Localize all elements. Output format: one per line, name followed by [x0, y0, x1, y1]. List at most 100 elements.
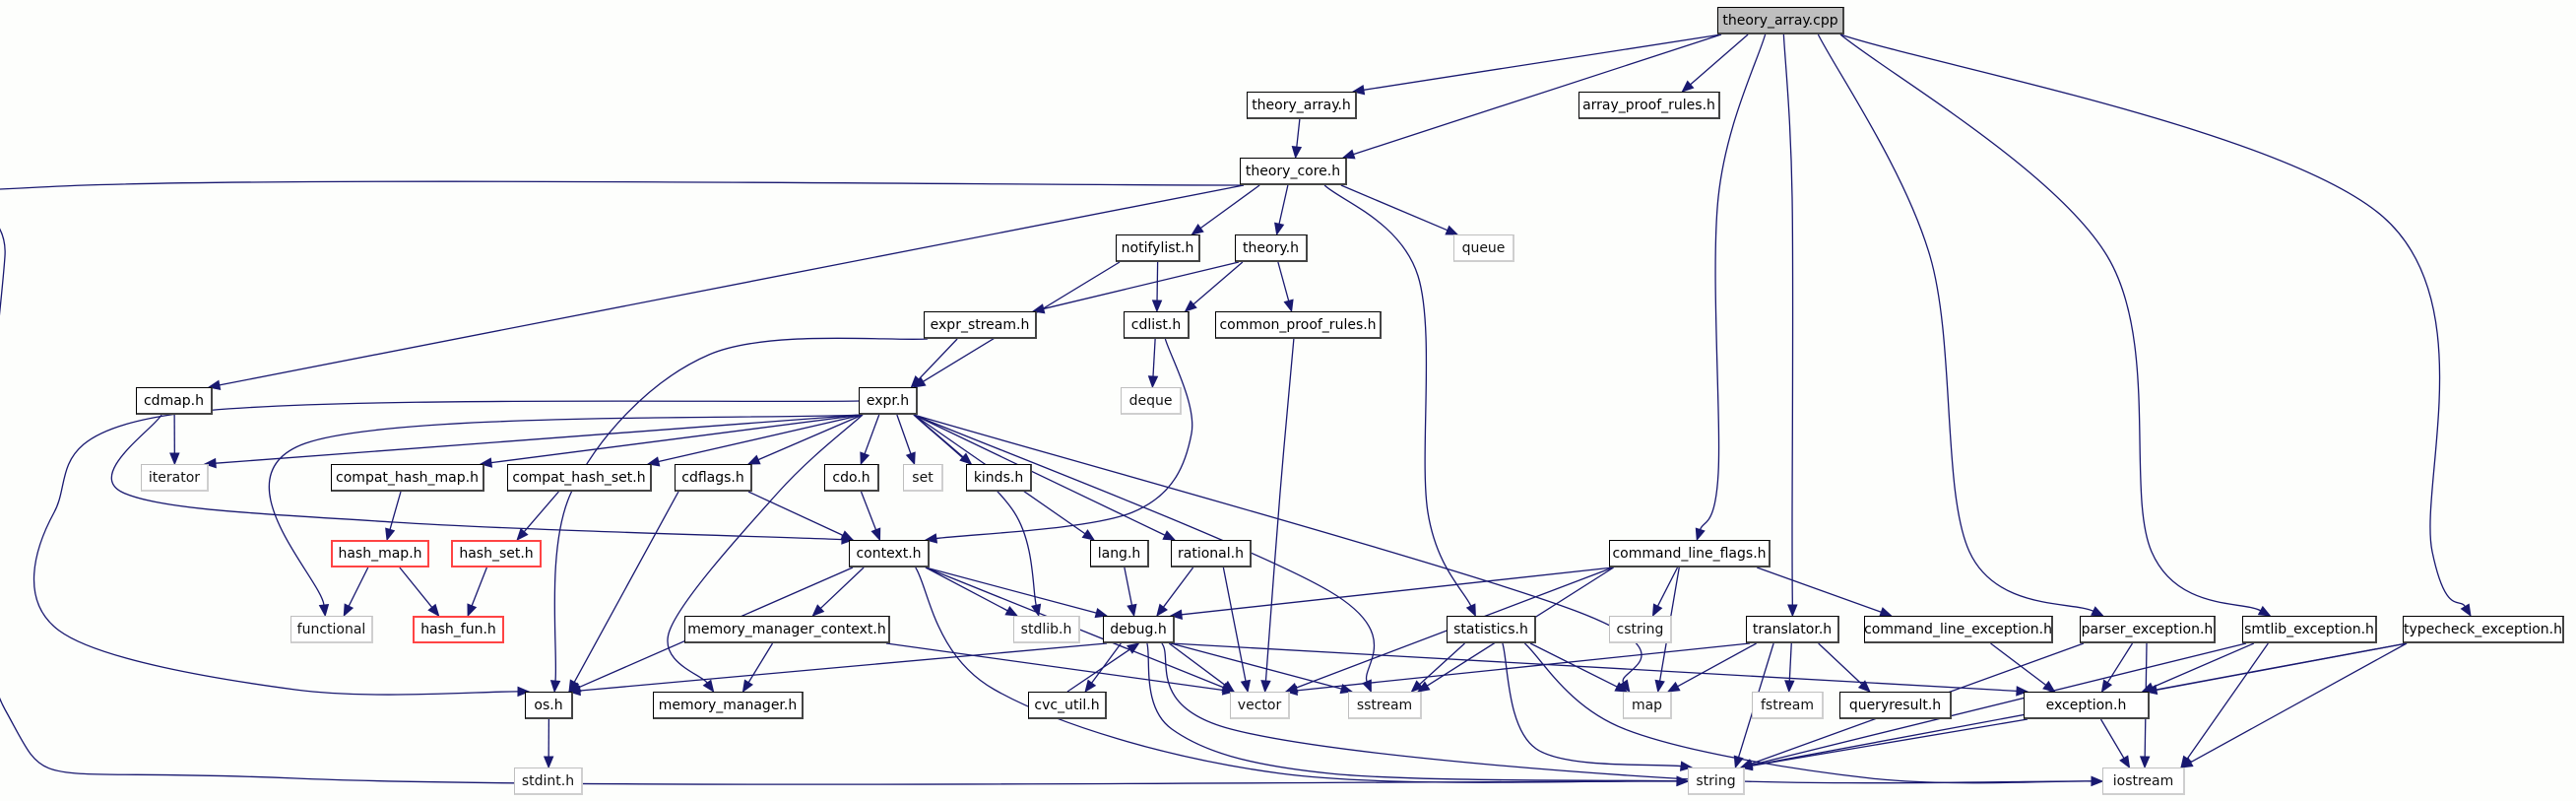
node-iostream[interactable]: iostream — [2102, 768, 2185, 795]
edge-rational-h-to-debug-h — [1162, 567, 1194, 608]
node-smtlib-exception-h[interactable]: smtlib_exception.h — [2242, 616, 2377, 643]
edge-theory-h-to-cdlist-h — [1192, 261, 1244, 305]
node-label: cvc_util.h — [1034, 697, 1100, 713]
edge-theory-array-cpp-to-array-proof-rules-h — [1690, 33, 1749, 86]
node-lang-h[interactable]: lang.h — [1090, 540, 1149, 567]
node-theory-h[interactable]: theory.h — [1235, 234, 1308, 262]
edge-typecheck-exception-h-to-iostream — [2190, 642, 2408, 764]
node-cdmap-h[interactable]: cdmap.h — [136, 387, 213, 415]
node-cvc-util-h[interactable]: cvc_util.h — [1028, 692, 1107, 719]
edge-theory-array-cpp-to-theory-array-h — [1363, 33, 1722, 91]
node-label: cdo.h — [832, 469, 870, 486]
edge-expr-h-to-rational-h — [913, 414, 1166, 536]
node-fstream[interactable]: fstream — [1752, 692, 1824, 719]
node-queue[interactable]: queue — [1453, 234, 1514, 262]
node-os-h[interactable]: os.h — [525, 692, 573, 719]
node-label: statistics.h — [1453, 621, 1528, 637]
edge-statistics-h-to-sstream — [1419, 642, 1465, 686]
node-memory-manager-h[interactable]: memory_manager.h — [653, 692, 804, 719]
node-stdlib-h[interactable]: stdlib.h — [1013, 616, 1080, 643]
node-cdflags-h[interactable]: cdflags.h — [675, 464, 752, 492]
node-compat-hash-map-h[interactable]: compat_hash_map.h — [331, 464, 484, 492]
node-common-proof-rules-h[interactable]: common_proof_rules.h — [1215, 311, 1382, 339]
arrowhead-icon — [870, 527, 881, 542]
node-array-proof-rules-h[interactable]: array_proof_rules.h — [1578, 92, 1720, 119]
edge-theory-array-cpp-to-translator-h — [1782, 33, 1794, 606]
node-notifylist-h[interactable]: notifylist.h — [1116, 234, 1200, 262]
node-cdlist-h[interactable]: cdlist.h — [1124, 311, 1190, 339]
arrowhead-icon — [1676, 775, 1690, 786]
node-statistics-h[interactable]: statistics.h — [1447, 616, 1536, 643]
node-kinds-h[interactable]: kinds.h — [966, 464, 1032, 492]
edge-expr-h-to-os-h — [32, 400, 860, 696]
edge-cdflags-h-to-os-h — [573, 491, 679, 683]
node-parser-exception-h[interactable]: parser_exception.h — [2080, 616, 2216, 643]
node-label: context.h — [856, 545, 922, 562]
edge-theory-core-h-to-string — [0, 180, 1678, 785]
edge-theory-h-to-common-proof-rules-h — [1277, 261, 1290, 301]
node-debug-h[interactable]: debug.h — [1103, 616, 1175, 643]
arrowhead-icon — [2119, 755, 2131, 769]
node-hash-set-h[interactable]: hash_set.h — [451, 540, 542, 567]
node-exception-h[interactable]: exception.h — [2024, 692, 2150, 719]
node-expr-h[interactable]: expr.h — [859, 387, 918, 415]
edge-theory-array-cpp-to-typecheck-exception-h — [1839, 33, 2466, 607]
node-label: deque — [1128, 392, 1173, 409]
node-label: translator.h — [1752, 621, 1833, 637]
edge-cdo-h-to-context-h — [860, 491, 877, 530]
node-memory-manager-context-h[interactable]: memory_manager_context.h — [684, 616, 890, 643]
arrowhead-icon — [1240, 679, 1252, 694]
node-vector[interactable]: vector — [1230, 692, 1290, 719]
node-compat-hash-set-h[interactable]: compat_hash_set.h — [507, 464, 652, 492]
arrowhead-icon — [1127, 642, 1140, 654]
node-iterator[interactable]: iterator — [141, 464, 209, 492]
node-theory-core-h[interactable]: theory_core.h — [1240, 158, 1347, 185]
node-label: cdmap.h — [143, 392, 204, 409]
node-cstring[interactable]: cstring — [1609, 616, 1672, 643]
node-hash-fun-h[interactable]: hash_fun.h — [413, 616, 504, 643]
node-functional[interactable]: functional — [290, 616, 373, 643]
node-hash-map-h[interactable]: hash_map.h — [331, 540, 429, 567]
node-context-h[interactable]: context.h — [849, 540, 930, 567]
edge-exception-h-to-string — [1751, 718, 2029, 767]
arrowhead-icon — [318, 603, 330, 618]
edge-smtlib-exception-h-to-string — [1751, 642, 2247, 767]
arrowhead-icon — [467, 603, 478, 618]
node-label: queue — [1461, 239, 1506, 256]
node-typecheck-exception-h[interactable]: typecheck_exception.h — [2403, 616, 2564, 643]
arrowhead-icon — [702, 679, 715, 694]
node-queryresult-h[interactable]: queryresult.h — [1839, 692, 1952, 719]
arrowhead-icon — [543, 756, 554, 769]
node-cdo-h[interactable]: cdo.h — [824, 464, 879, 492]
node-label: compat_hash_map.h — [336, 469, 479, 486]
arrowhead-icon — [1283, 299, 1294, 313]
node-string[interactable]: string — [1688, 768, 1745, 795]
node-theory-array-cpp[interactable]: theory_array.cpp — [1717, 7, 1844, 34]
edge-exception-h-to-iostream — [2099, 718, 2125, 759]
arrowhead-icon — [2042, 680, 2056, 693]
node-sstream[interactable]: sstream — [1348, 692, 1422, 719]
node-deque[interactable]: deque — [1121, 387, 1182, 415]
node-translator-h[interactable]: translator.h — [1746, 616, 1839, 643]
arrowhead-icon — [1031, 303, 1046, 314]
edge-theory-core-h-to-queue — [1340, 184, 1449, 232]
node-label: typecheck_exception.h — [2404, 621, 2563, 637]
edge-theory-array-cpp-to-theory-core-h — [1353, 33, 1722, 156]
edge-cdlist-h-to-context-h — [935, 338, 1193, 540]
edge-translator-h-to-fstream — [1788, 642, 1792, 682]
node-stdint-h[interactable]: stdint.h — [514, 768, 583, 795]
node-rational-h[interactable]: rational.h — [1171, 540, 1252, 567]
node-label: command_line_exception.h — [1864, 621, 2052, 637]
node-label: lang.h — [1097, 545, 1141, 562]
node-set[interactable]: set — [903, 464, 943, 492]
node-theory-array-h[interactable]: theory_array.h — [1247, 92, 1357, 119]
edge-theory-h-to-expr-stream-h — [1043, 261, 1240, 310]
arrowhead-icon — [1857, 680, 1871, 693]
node-expr-stream-h[interactable]: expr_stream.h — [924, 311, 1037, 339]
edge-theory-array-cpp-to-smtlib-exception-h — [1839, 33, 2262, 612]
node-map[interactable]: map — [1623, 692, 1672, 719]
edge-theory-core-h-to-theory-h — [1278, 184, 1289, 225]
node-command-line-exception-h[interactable]: command_line_exception.h — [1864, 616, 2053, 643]
node-command-line-flags-h[interactable]: command_line_flags.h — [1609, 540, 1771, 567]
